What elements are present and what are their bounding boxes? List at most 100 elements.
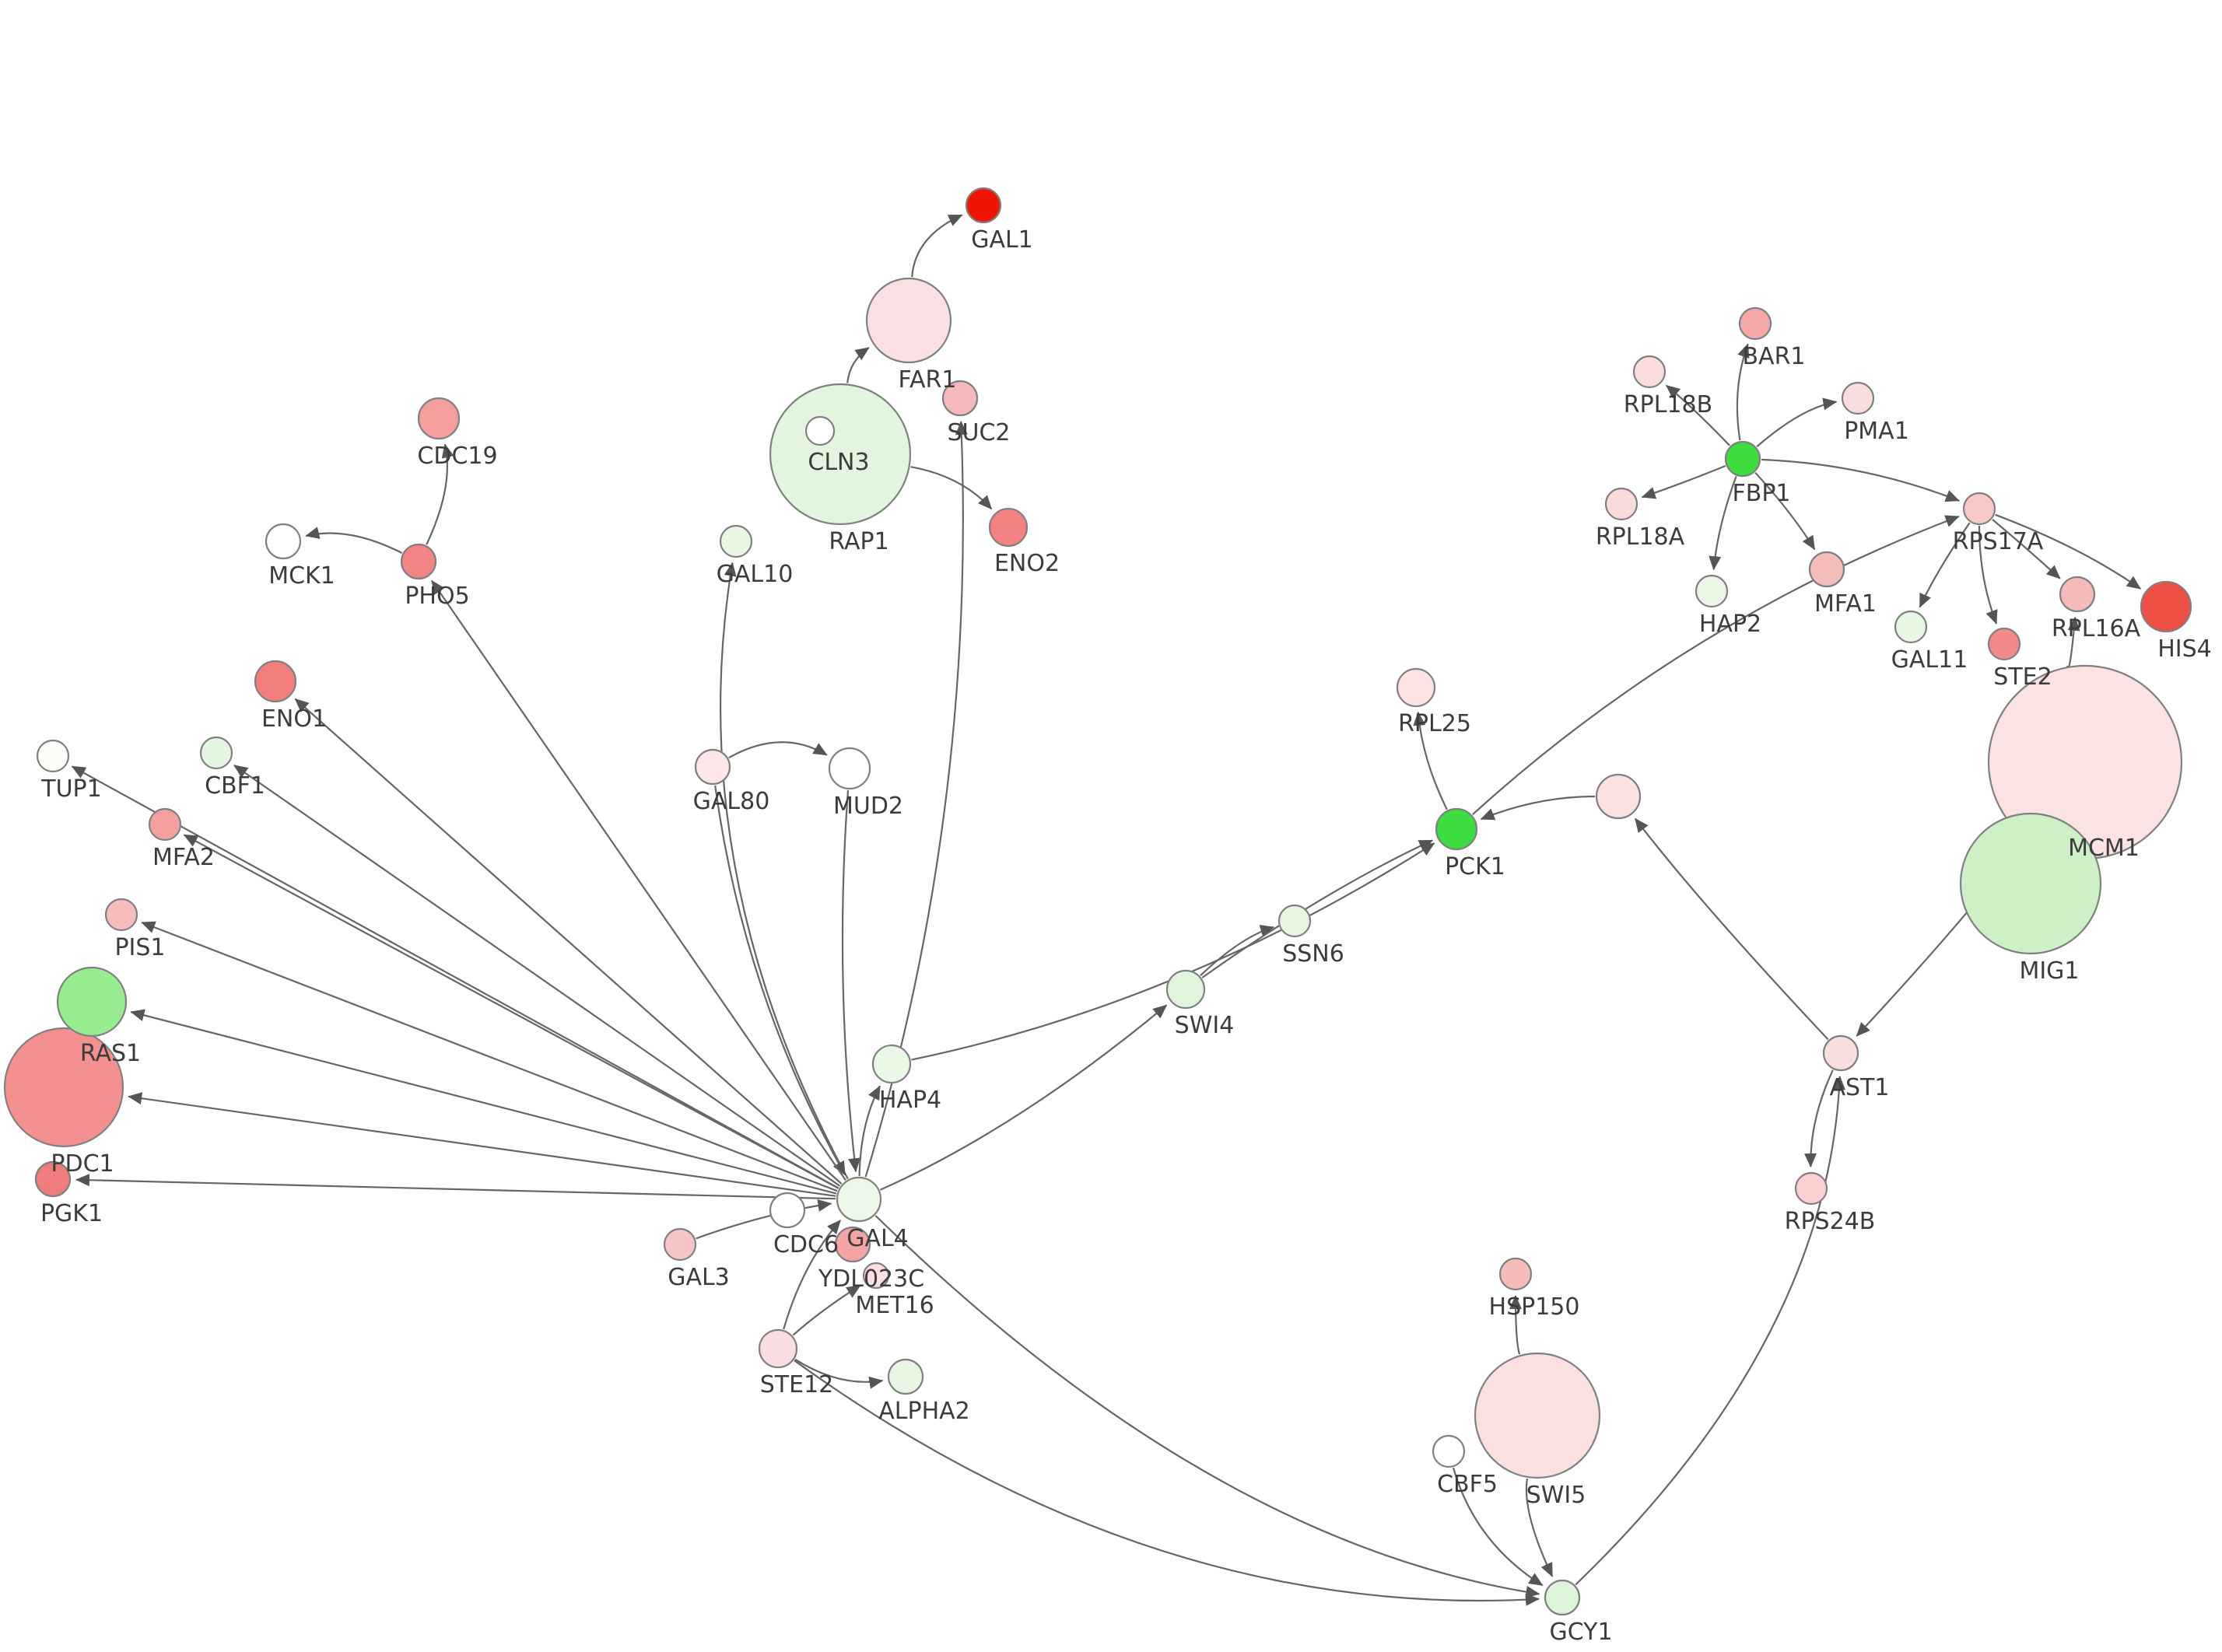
node-GAL80[interactable]	[694, 748, 731, 786]
node-label-RPL16A: RPL16A	[2052, 615, 2141, 642]
node-unlabeled[interactable]	[1595, 773, 1642, 820]
edge-ste12-alpha2	[794, 1358, 884, 1389]
node-ENO1[interactable]	[254, 660, 297, 703]
node-MIG1[interactable]	[1959, 812, 2102, 955]
node-CBF1[interactable]	[199, 736, 233, 770]
node-label-STE12: STE12	[760, 1371, 834, 1398]
node-STE2[interactable]	[1987, 627, 2021, 661]
node-MCK1[interactable]	[265, 523, 302, 560]
node-label-ENO1: ENO1	[261, 705, 327, 733]
edge-fbp1-rpl18a	[1641, 464, 1726, 499]
node-label-HIS4: HIS4	[2157, 635, 2212, 663]
edge-fbp1-rps17a	[1761, 458, 1960, 502]
node-CDC19[interactable]	[417, 397, 461, 440]
node-PIS1[interactable]	[104, 898, 138, 932]
node-RPS24B[interactable]	[1794, 1171, 1828, 1206]
node-label-RAS1: RAS1	[80, 1040, 141, 1067]
edge-gcy1-ast1	[1575, 1076, 1846, 1586]
node-SSN6[interactable]	[1277, 904, 1312, 938]
node-label-HAP2: HAP2	[1699, 611, 1761, 638]
node-AST1[interactable]	[1822, 1034, 1859, 1072]
node-SWI4[interactable]	[1165, 969, 1206, 1010]
edge-gal4-pgk1	[75, 1174, 836, 1200]
edge-gal4-pdc1	[128, 1092, 836, 1197]
node-label-MCM1: MCM1	[2068, 835, 2140, 862]
node-SWI5[interactable]	[1474, 1352, 1601, 1479]
node-RPL18B[interactable]	[1632, 355, 1666, 389]
node-label-PGK1: PGK1	[40, 1200, 103, 1227]
node-MFA1[interactable]	[1808, 551, 1845, 588]
node-RPS17A[interactable]	[1962, 492, 1996, 526]
edge-swi4-pck1	[1201, 839, 1434, 978]
node-label-FAR1: FAR1	[899, 366, 957, 394]
node-TUP1[interactable]	[36, 739, 70, 773]
node-label-BAR1: BAR1	[1742, 343, 1805, 370]
edge-far1-gal1	[911, 214, 963, 278]
edge-fbp1-bar1	[1736, 343, 1750, 441]
node-label-PIS1: PIS1	[114, 934, 165, 961]
node-RAS1[interactable]	[56, 966, 128, 1038]
node-GAL4[interactable]	[836, 1176, 882, 1223]
node-PCK1[interactable]	[1435, 807, 1478, 851]
node-RPL25[interactable]	[1396, 667, 1436, 708]
edge-gal4-swi4	[879, 1004, 1168, 1191]
node-label-MFA2: MFA2	[152, 844, 215, 871]
edge-pho5-cdc19	[426, 443, 454, 545]
node-STE12[interactable]	[758, 1328, 798, 1369]
edge-hap4-pck1	[911, 842, 1435, 1061]
node-MFA2[interactable]	[148, 807, 182, 842]
node-CLN3[interactable]	[804, 415, 836, 446]
node-ALPHA2[interactable]	[887, 1358, 924, 1395]
node-RAP1[interactable]	[769, 383, 912, 526]
edge-gal3-gal4	[696, 1199, 832, 1240]
edge-swi5-hsp150	[1509, 1295, 1523, 1355]
node-PGK1[interactable]	[34, 1160, 72, 1198]
node-GAL1[interactable]	[965, 187, 1002, 224]
node-CDC6[interactable]	[769, 1192, 806, 1229]
node-CBF5[interactable]	[1432, 1434, 1466, 1468]
node-BAR1[interactable]	[1738, 306, 1772, 341]
node-GAL3[interactable]	[663, 1227, 697, 1262]
node-label-MET16: MET16	[855, 1292, 934, 1319]
node-PDC1[interactable]	[3, 1027, 124, 1148]
edge-rps17a-gal11	[1919, 522, 1971, 608]
node-GAL11[interactable]	[1894, 610, 1928, 644]
node-PHO5[interactable]	[400, 543, 437, 580]
edge-fbp1-hap2	[1709, 476, 1737, 571]
edge-fbp1-mfa1	[1754, 472, 1816, 551]
node-HIS4[interactable]	[2140, 580, 2192, 633]
edge-rps17a-rpl16a	[1992, 519, 2061, 579]
node-SUC2[interactable]	[941, 380, 979, 417]
node-GCY1[interactable]	[1544, 1579, 1581, 1616]
node-ENO2[interactable]	[988, 507, 1029, 548]
node-label-MCK1: MCK1	[268, 562, 335, 590]
edge-rap1-eno2	[910, 466, 993, 510]
node-label-GAL10: GAL10	[717, 561, 794, 588]
node-RPL18A[interactable]	[1604, 487, 1638, 521]
node-label-GAL80: GAL80	[693, 788, 770, 815]
edge-layer	[71, 214, 2142, 1606]
node-label-RPS17A: RPS17A	[1953, 528, 2044, 555]
node-RPL16A[interactable]	[2059, 576, 2096, 613]
node-label-GAL3: GAL3	[668, 1264, 730, 1291]
node-FBP1[interactable]	[1724, 440, 1761, 478]
node-MUD2[interactable]	[828, 747, 871, 790]
node-GAL10[interactable]	[719, 524, 753, 558]
node-MET16[interactable]	[862, 1262, 890, 1290]
node-YDL023C[interactable]	[834, 1226, 871, 1263]
node-label-GAL4: GAL4	[846, 1225, 909, 1252]
node-PMA1[interactable]	[1841, 381, 1875, 415]
node-HSP150[interactable]	[1498, 1257, 1533, 1291]
node-label-GCY1: GCY1	[1549, 1619, 1612, 1646]
node-label-PHO5: PHO5	[405, 583, 469, 610]
edge-gal4-pis1	[141, 921, 838, 1192]
node-FAR1[interactable]	[865, 277, 952, 364]
node-label-GAL1: GAL1	[971, 226, 1033, 254]
node-label-PCK1: PCK1	[1445, 853, 1505, 880]
node-HAP4[interactable]	[871, 1044, 912, 1084]
node-label-CLN3: CLN3	[808, 449, 869, 476]
node-HAP2[interactable]	[1695, 574, 1729, 608]
node-layer	[3, 187, 2192, 1616]
edge-ste12-gal4	[783, 1220, 842, 1330]
